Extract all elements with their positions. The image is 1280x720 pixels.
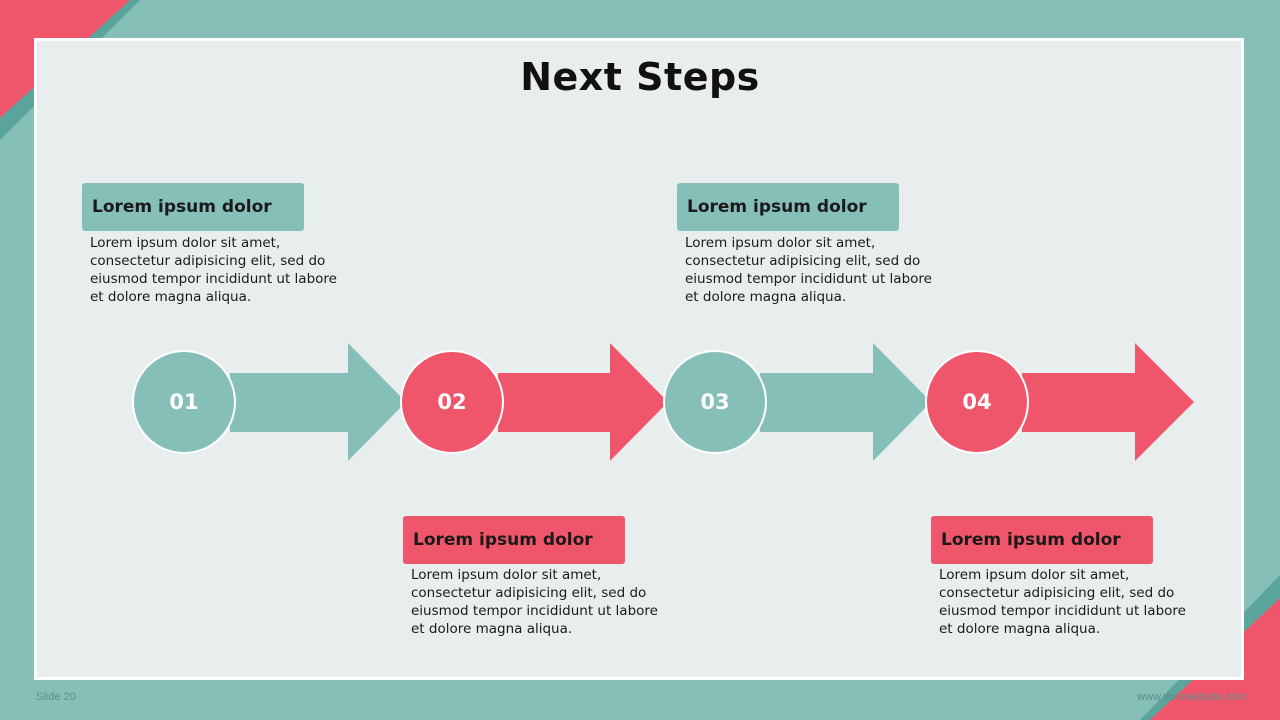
step-3-heading: Lorem ipsum dolor [677, 183, 899, 231]
step-heading-text: Lorem ipsum dolor [92, 197, 272, 217]
step-4-description: Lorem ipsum dolor sit amet, consectetur … [939, 567, 1186, 637]
step-circle-01: 01 [132, 350, 236, 454]
website-footer: www.yourwebsite.com [1137, 691, 1246, 703]
step-circle-03: 03 [663, 350, 767, 454]
step-circle-02: 02 [400, 350, 504, 454]
step-3-description: Lorem ipsum dolor sit amet, consectetur … [685, 235, 932, 305]
step-1-description: Lorem ipsum dolor sit amet, consectetur … [90, 235, 337, 305]
slide-number: Slide 20 [36, 691, 76, 703]
step-number: 04 [962, 390, 992, 414]
step-heading-text: Lorem ipsum dolor [941, 530, 1121, 550]
arrow-2 [498, 343, 668, 461]
step-4-heading: Lorem ipsum dolor [931, 516, 1153, 564]
step-number: 01 [169, 390, 199, 414]
arrow-3 [760, 343, 931, 461]
step-number: 02 [437, 390, 467, 414]
step-number: 03 [700, 390, 730, 414]
step-heading-text: Lorem ipsum dolor [413, 530, 593, 550]
page-title: Next Steps [520, 55, 760, 99]
content-panel [34, 38, 1244, 680]
step-2-description: Lorem ipsum dolor sit amet, consectetur … [411, 567, 658, 637]
step-2-heading: Lorem ipsum dolor [403, 516, 625, 564]
step-heading-text: Lorem ipsum dolor [687, 197, 867, 217]
arrow-1 [230, 343, 406, 461]
step-circle-04: 04 [925, 350, 1029, 454]
step-1-heading: Lorem ipsum dolor [82, 183, 304, 231]
arrow-4 [1022, 343, 1194, 461]
